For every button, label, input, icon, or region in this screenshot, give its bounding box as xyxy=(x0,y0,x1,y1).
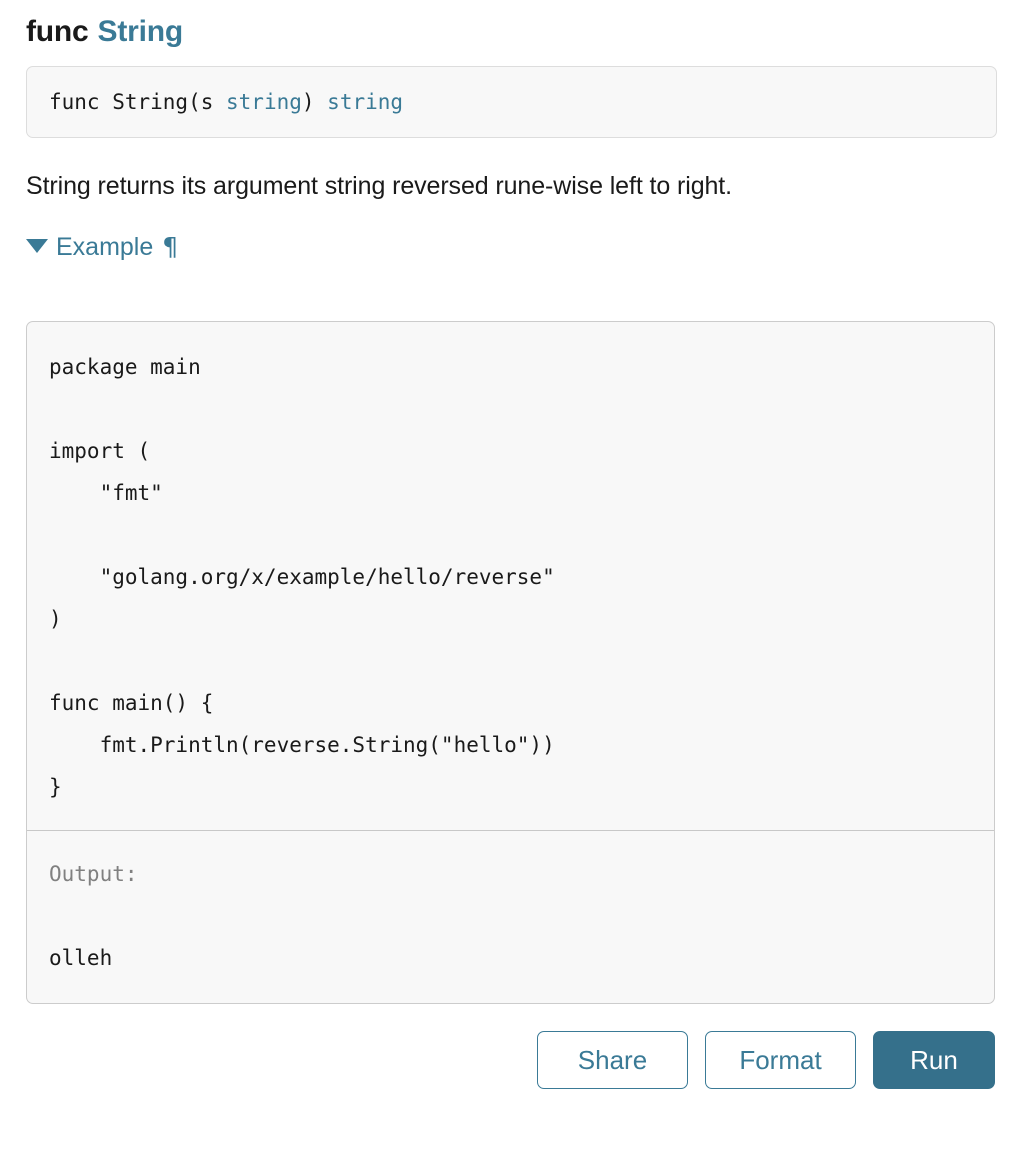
share-button[interactable]: Share xyxy=(537,1031,688,1089)
page-title-keyword: func xyxy=(26,15,89,48)
run-button[interactable]: Run xyxy=(873,1031,995,1089)
go-playground: package main import ( "fmt" "golang.org/… xyxy=(26,321,995,1004)
function-documentation: String returns its argument string rever… xyxy=(26,172,732,200)
format-button[interactable]: Format xyxy=(705,1031,856,1089)
triangle-down-icon xyxy=(26,239,48,253)
playground-code-editor[interactable]: package main import ( "fmt" "golang.org/… xyxy=(49,355,555,799)
playground-output: Output: olleh xyxy=(27,831,994,1003)
function-signature-box: func String(s string) string xyxy=(26,66,997,138)
example-toggle-label: Example xyxy=(56,233,154,261)
signature-return-type-link[interactable]: string xyxy=(327,90,404,114)
playground-button-bar: Share Format Run xyxy=(26,1031,995,1089)
playground-output-value: olleh xyxy=(49,946,113,970)
signature-middle: ) xyxy=(301,90,328,114)
example-disclosure-toggle[interactable]: Example ¶ xyxy=(26,203,996,263)
function-signature-code: func String(s string) string xyxy=(49,89,996,115)
signature-param-type-link[interactable]: string xyxy=(226,90,302,114)
playground-divider xyxy=(27,830,994,831)
signature-prefix: func String(s xyxy=(49,90,227,114)
playground-output-label: Output: xyxy=(49,862,138,886)
pilcrow-icon[interactable]: ¶ xyxy=(162,232,179,261)
page-title-name: String xyxy=(97,15,184,48)
